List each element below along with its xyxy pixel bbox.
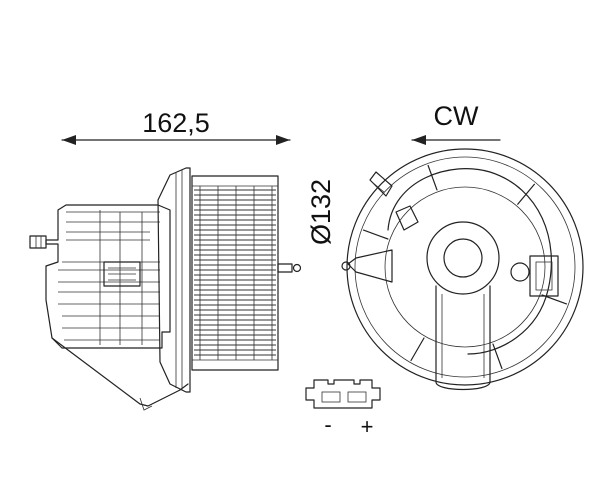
front-connector-inner bbox=[535, 261, 553, 291]
outlet-duct-inner bbox=[441, 294, 485, 378]
shaft-tip-right bbox=[277, 263, 293, 273]
front-rib bbox=[541, 294, 568, 305]
connector-boss bbox=[510, 262, 530, 282]
fan-wheel bbox=[191, 175, 279, 371]
front-inner-ring bbox=[354, 156, 576, 378]
top-clip-detail bbox=[371, 181, 385, 193]
front-outer-ring bbox=[346, 148, 584, 386]
connector-detail: - + bbox=[305, 379, 381, 439]
plus-label: + bbox=[361, 414, 374, 439]
bracket-foot bbox=[139, 397, 153, 411]
front-spiral bbox=[387, 168, 552, 355]
hub-center bbox=[443, 238, 483, 278]
fan-blades bbox=[194, 186, 276, 360]
front-rib bbox=[427, 164, 438, 191]
fan-wheel-rims bbox=[192, 185, 278, 361]
front-ribs bbox=[362, 164, 568, 370]
connector-pin-minus bbox=[321, 391, 341, 403]
side-connector-pins bbox=[108, 267, 136, 281]
front-view bbox=[341, 148, 584, 391]
minus-label: - bbox=[324, 412, 331, 437]
rotation-arrow-head bbox=[412, 135, 426, 145]
shaft-stub-grooves bbox=[35, 236, 42, 248]
side-connector bbox=[103, 261, 141, 287]
front-hub-ring bbox=[384, 186, 546, 348]
housing-verticals bbox=[99, 210, 143, 345]
shaft-end bbox=[292, 263, 302, 273]
outlet-duct bbox=[435, 285, 491, 391]
length-label: 162,5 bbox=[142, 108, 210, 138]
front-rib bbox=[517, 183, 536, 205]
mounting-hole bbox=[341, 261, 351, 271]
front-rib bbox=[410, 337, 425, 362]
clip-inner bbox=[395, 205, 419, 231]
length-arrow-left bbox=[62, 135, 76, 145]
motor-housing bbox=[45, 204, 171, 349]
side-view bbox=[29, 167, 302, 411]
diameter-label: Ø132 bbox=[306, 179, 336, 245]
connector-pin-plus bbox=[347, 391, 367, 403]
rotation-label: CW bbox=[434, 101, 479, 131]
front-rib bbox=[362, 229, 389, 240]
shaft-stub-left bbox=[29, 235, 47, 249]
hub bbox=[426, 221, 500, 295]
mounting-flange bbox=[157, 167, 191, 393]
connector-body bbox=[305, 379, 381, 409]
length-dimension: 162,5 bbox=[61, 108, 291, 145]
housing-inner-lines bbox=[66, 211, 160, 241]
top-clip bbox=[369, 171, 393, 197]
mounting-bracket bbox=[51, 337, 189, 407]
length-arrow-right bbox=[276, 135, 290, 145]
rotation-indicator: CW bbox=[411, 101, 501, 145]
flange-inner bbox=[175, 170, 183, 390]
front-rib bbox=[492, 343, 503, 370]
